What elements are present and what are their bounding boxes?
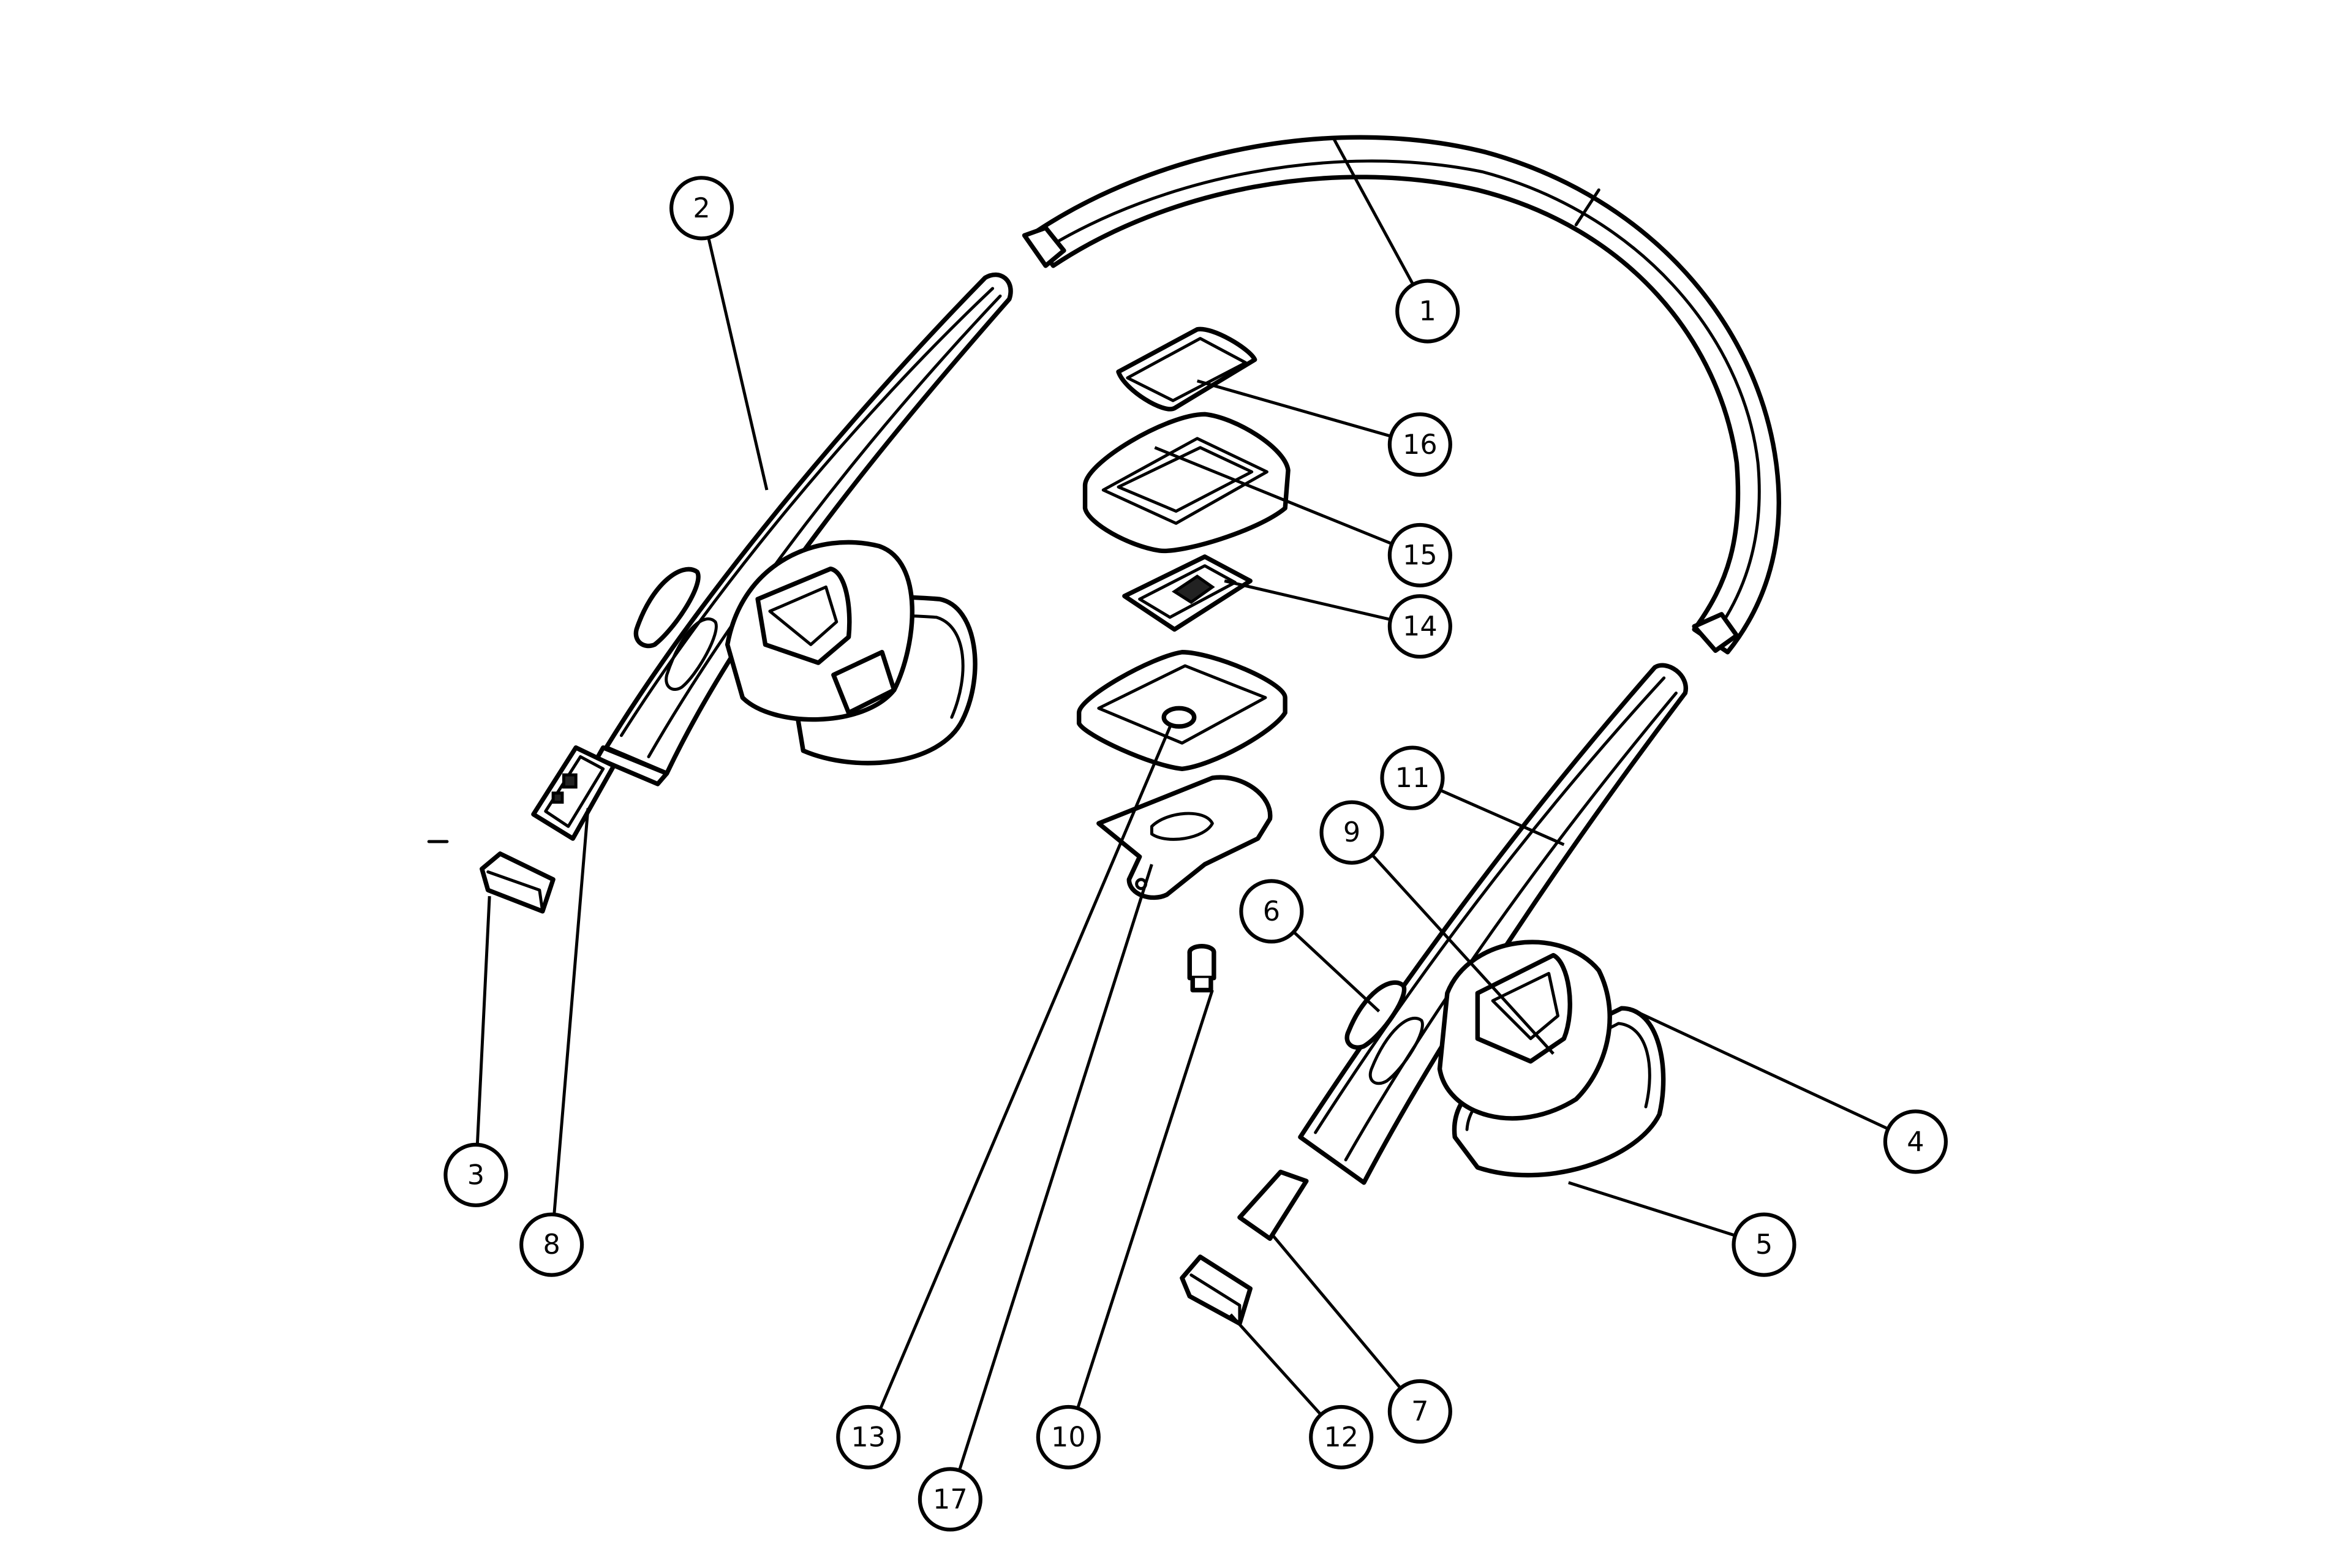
balloon-6: 6 xyxy=(1239,879,1304,944)
part-left-button xyxy=(633,567,718,691)
part-right-earcup xyxy=(1437,940,1666,1178)
balloon-4-label: 4 xyxy=(1907,1126,1924,1158)
balloon-4: 4 xyxy=(1883,1109,1948,1174)
balloon-9-label: 9 xyxy=(1343,816,1360,848)
balloon-7: 7 xyxy=(1387,1379,1452,1444)
balloon-11: 11 xyxy=(1380,745,1445,810)
leader-13 xyxy=(867,723,1173,1438)
leader-lines xyxy=(474,137,1917,1500)
balloon-1: 1 xyxy=(1395,279,1460,344)
balloon-17-label: 17 xyxy=(933,1483,968,1515)
balloon-5-label: 5 xyxy=(1755,1229,1773,1261)
balloon-6-label: 6 xyxy=(1263,895,1280,927)
leader-7 xyxy=(1272,1234,1422,1412)
leader-10 xyxy=(1066,989,1214,1438)
part-right-button xyxy=(1344,980,1424,1085)
part-left-earcup xyxy=(725,540,978,766)
part-top-cover-plate xyxy=(1116,326,1257,412)
part-small-block xyxy=(1237,1169,1309,1241)
balloon-13-label: 13 xyxy=(851,1421,886,1453)
leader-2 xyxy=(700,208,769,491)
balloon-9: 9 xyxy=(1319,800,1384,865)
leader-5 xyxy=(1568,1181,1765,1246)
balloon-7-label: 7 xyxy=(1411,1395,1428,1427)
part-left-end-cap xyxy=(480,851,556,914)
balloon-2: 2 xyxy=(669,176,734,241)
balloon-17: 17 xyxy=(918,1467,982,1532)
balloon-10: 10 xyxy=(1036,1404,1101,1469)
leader-4 xyxy=(1628,1006,1917,1144)
leader-8 xyxy=(550,808,590,1245)
balloon-13: 13 xyxy=(836,1404,901,1469)
balloon-10-label: 10 xyxy=(1051,1421,1086,1453)
balloon-15-label: 15 xyxy=(1403,539,1438,571)
part-left-headband-arm xyxy=(595,272,1013,786)
part-cushion-block xyxy=(1082,412,1291,554)
leader-1 xyxy=(1332,137,1429,312)
balloon-15: 15 xyxy=(1387,522,1452,587)
balloon-2-label: 2 xyxy=(693,192,710,224)
balloon-16: 16 xyxy=(1387,412,1452,477)
part-clip-bracket xyxy=(1096,775,1273,900)
leader-3 xyxy=(474,895,491,1175)
balloon-8-label: 8 xyxy=(543,1229,560,1261)
balloon-16-label: 16 xyxy=(1403,429,1438,461)
leader-15 xyxy=(1154,446,1421,557)
balloon-14-label: 14 xyxy=(1403,611,1438,643)
part-chip-carrier xyxy=(1122,554,1253,632)
balloon-5: 5 xyxy=(1732,1212,1796,1277)
balloon-14: 14 xyxy=(1387,594,1452,659)
leader-16 xyxy=(1196,379,1421,447)
part-screw xyxy=(1187,944,1216,993)
leader-9 xyxy=(1351,831,1555,1055)
balloon-3: 3 xyxy=(443,1142,508,1207)
balloon-8: 8 xyxy=(519,1212,584,1277)
balloon-11-label: 11 xyxy=(1395,762,1430,794)
balloon-12-label: 12 xyxy=(1324,1421,1359,1453)
leader-17 xyxy=(948,864,1153,1500)
leader-14 xyxy=(1224,579,1420,628)
part-pcb-board-left xyxy=(531,745,616,841)
balloon-12: 12 xyxy=(1309,1404,1374,1469)
balloon-1-label: 1 xyxy=(1419,295,1436,327)
part-right-end-cap xyxy=(1180,1254,1253,1326)
balloon-3-label: 3 xyxy=(467,1159,484,1191)
part-headband-arc xyxy=(1022,135,1781,655)
part-tray-with-hole xyxy=(1076,650,1287,771)
